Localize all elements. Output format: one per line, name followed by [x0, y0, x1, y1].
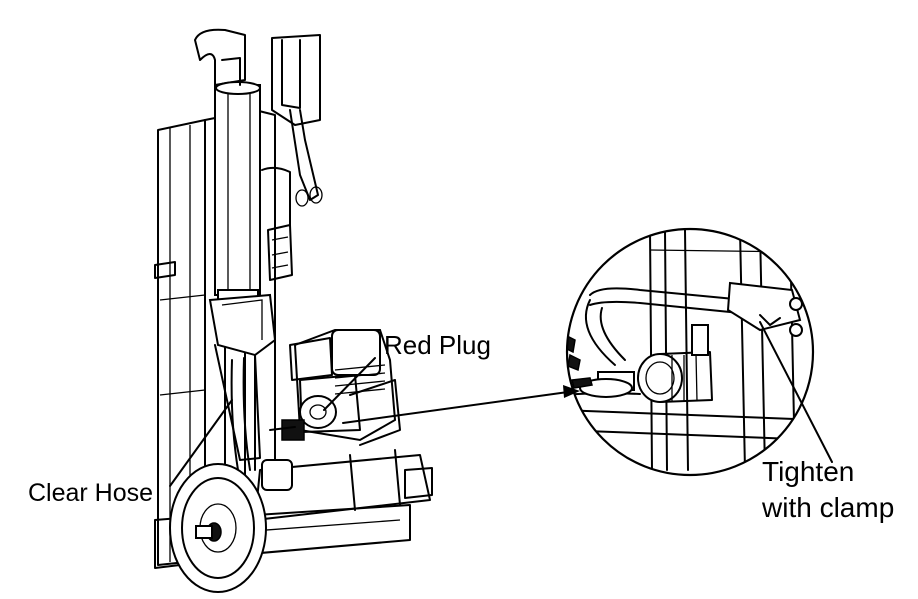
- tighten-label-line1: Tighten: [762, 456, 855, 487]
- tighten-label-line2: with clamp: [762, 492, 895, 523]
- wheel: [169, 463, 267, 593]
- tighten-clamp-label: Tighten with clamp: [762, 454, 894, 526]
- arrow-head: [563, 385, 580, 398]
- engine: [269, 329, 401, 446]
- detail-inset: [565, 227, 833, 477]
- clamp-leader-line: [759, 321, 833, 463]
- clear-hose-label: Clear Hose: [28, 479, 154, 507]
- detail-circle-border: [565, 227, 815, 477]
- callout-leaders: [169, 357, 580, 487]
- valve-handle-assembly: [261, 34, 323, 281]
- red-plug-label: Red Plug: [384, 330, 491, 360]
- clear-hose: [230, 357, 251, 471]
- splitting-wedge: [208, 293, 277, 461]
